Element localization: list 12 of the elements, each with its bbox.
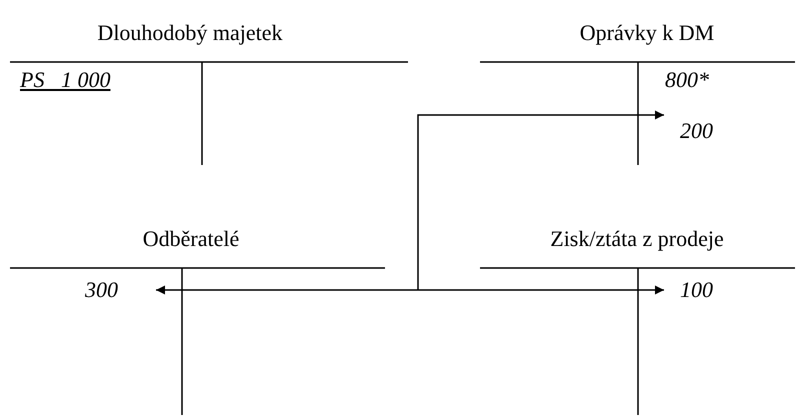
account-title: Dlouhodobý majetek xyxy=(97,20,283,46)
account-title: Zisk/ztáta z prodeje xyxy=(550,226,724,252)
amount: 800* xyxy=(665,67,709,93)
account-title: Oprávky k DM xyxy=(580,20,714,46)
amount: 100 xyxy=(664,277,713,303)
arrow xyxy=(156,286,418,294)
arrow xyxy=(418,286,664,294)
amount: 200 xyxy=(664,112,713,150)
arrow xyxy=(417,110,664,290)
amount: 300 xyxy=(85,277,156,303)
amount: PS 1 000 xyxy=(20,67,110,93)
account-title: Odběratelé xyxy=(142,226,240,252)
